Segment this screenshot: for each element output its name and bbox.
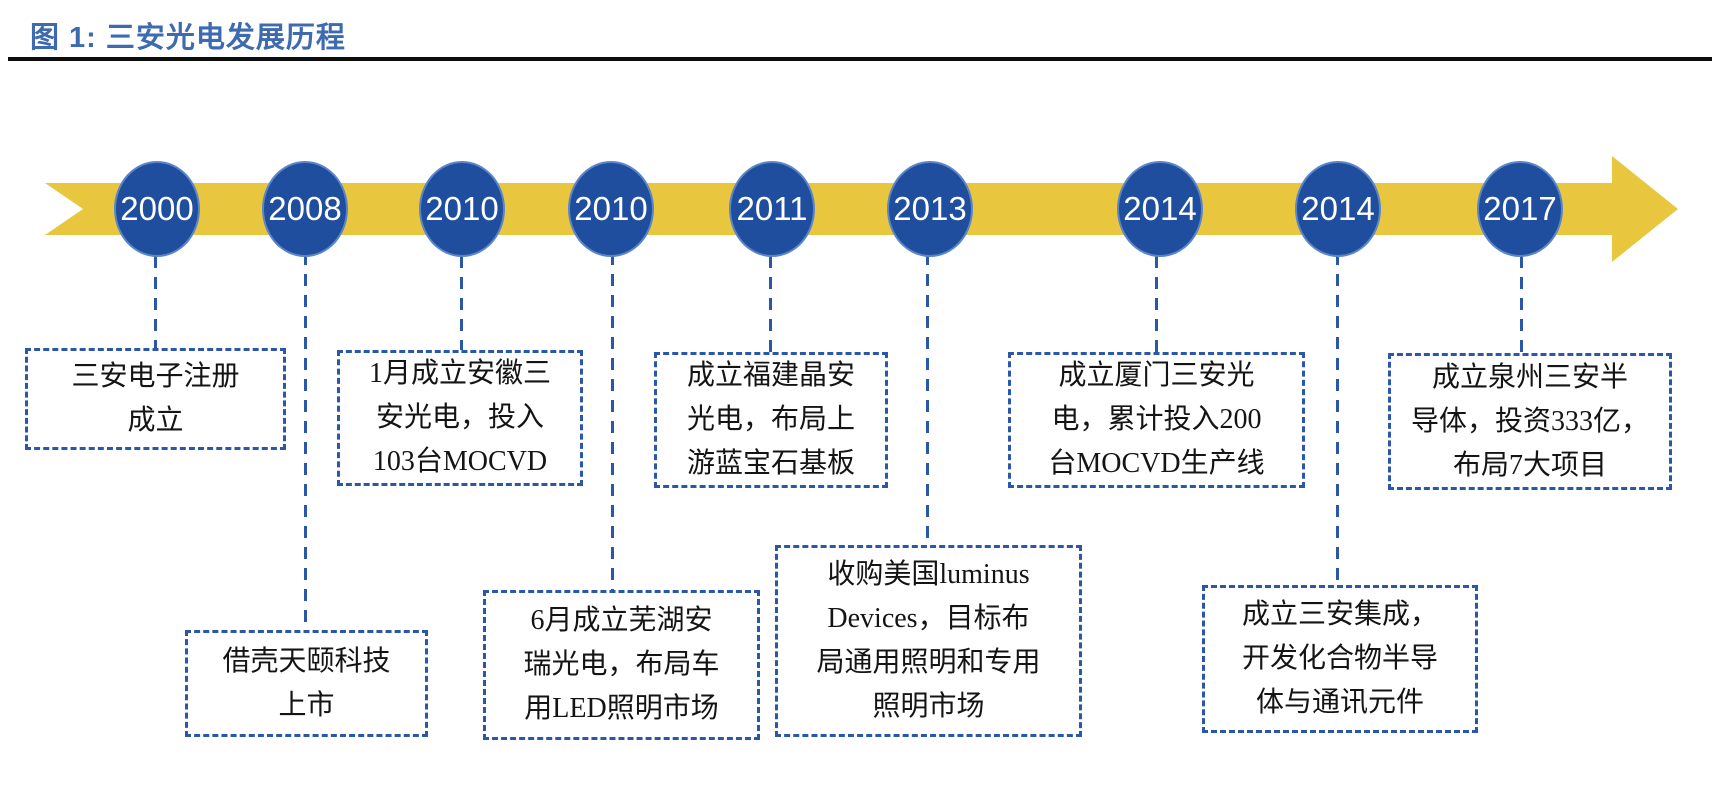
year-circle: 2014 (1117, 161, 1203, 257)
year-label: 2010 (425, 190, 499, 227)
connector-line (769, 256, 772, 352)
connector-line (1155, 256, 1158, 352)
year-circle: 2017 (1477, 161, 1563, 257)
event-box: 成立福建晶安 光电，布局上 游蓝宝石基板 (654, 352, 888, 488)
year-circle: 2010 (568, 161, 654, 257)
event-box: 成立三安集成， 开发化合物半导 体与通讯元件 (1202, 585, 1478, 733)
event-box: 6月成立芜湖安 瑞光电，布局车 用LED照明市场 (483, 590, 760, 740)
year-circle: 2011 (729, 161, 815, 257)
connector-line (154, 256, 157, 348)
timeline-arrowhead-icon (1612, 156, 1678, 262)
year-circle: 2013 (887, 161, 973, 257)
year-label: 2008 (268, 190, 342, 227)
year-label: 2011 (736, 190, 808, 227)
connector-line (460, 256, 463, 350)
year-circle: 2014 (1295, 161, 1381, 257)
year-label: 2017 (1483, 190, 1557, 227)
year-label: 2014 (1301, 190, 1375, 227)
year-circle: 2008 (262, 161, 348, 257)
year-circle: 2010 (419, 161, 505, 257)
connector-line (926, 253, 929, 545)
timeline-tail-notch-icon (45, 183, 83, 235)
title-rule (8, 57, 1712, 61)
year-label: 2013 (893, 190, 967, 227)
connector-line (1336, 253, 1339, 585)
event-box: 成立泉州三安半 导体，投资333亿， 布局7大项目 (1388, 353, 1672, 490)
year-label: 2000 (120, 190, 194, 227)
connector-line (611, 253, 614, 590)
connector-line (1520, 256, 1523, 353)
year-label: 2014 (1123, 190, 1197, 227)
event-box: 借壳天颐科技 上市 (185, 630, 428, 737)
connector-line (304, 253, 307, 630)
event-box: 收购美国luminus Devices，目标布 局通用照明和专用 照明市场 (775, 545, 1082, 737)
event-box: 1月成立安徽三 安光电，投入 103台MOCVD (337, 350, 583, 486)
event-box: 三安电子注册 成立 (25, 348, 286, 450)
figure-title: 图 1: 三安光电发展历程 (30, 22, 346, 54)
event-box: 成立厦门三安光 电，累计投入200 台MOCVD生产线 (1008, 352, 1305, 488)
year-label: 2010 (574, 190, 648, 227)
year-circle: 2000 (114, 161, 200, 257)
